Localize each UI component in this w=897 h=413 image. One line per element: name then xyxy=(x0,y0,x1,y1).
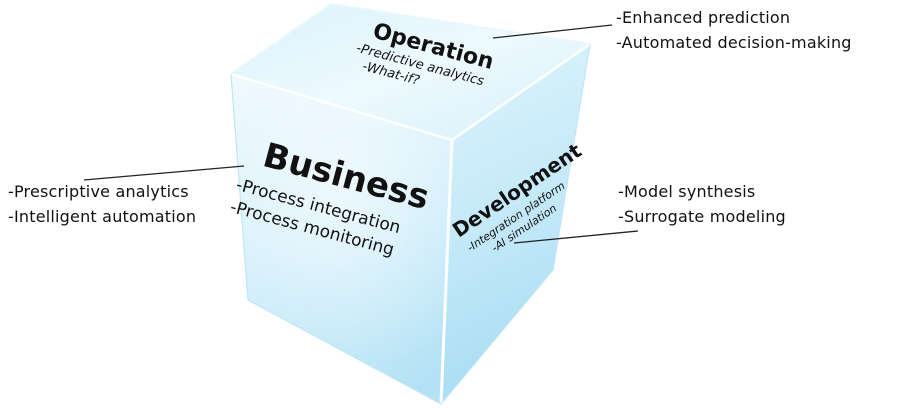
callout-right-item: -Model synthesis xyxy=(618,182,756,201)
leader-line-right xyxy=(513,230,639,244)
cube-edge-vertical xyxy=(439,139,454,405)
cube-side-face xyxy=(441,44,590,404)
callout-top-item: -Enhanced prediction xyxy=(616,8,791,27)
callout-left-item: -Intelligent automation xyxy=(8,207,197,226)
leader-line-left xyxy=(83,165,245,181)
callout-left-item: -Prescriptive analytics xyxy=(8,182,189,201)
callout-left: -Prescriptive analytics -Intelligent aut… xyxy=(8,179,196,229)
cube-edge-top xyxy=(230,2,591,75)
callout-right: -Model synthesis -Surrogate modeling xyxy=(618,179,786,229)
callout-top: -Enhanced prediction -Automated decision… xyxy=(616,5,852,55)
cube-front-glow xyxy=(231,74,452,404)
callout-right-item: -Surrogate modeling xyxy=(618,207,786,226)
cube-edge-outline xyxy=(230,43,591,405)
leader-line-top xyxy=(492,24,613,39)
callout-top-item: -Automated decision-making xyxy=(616,33,852,52)
